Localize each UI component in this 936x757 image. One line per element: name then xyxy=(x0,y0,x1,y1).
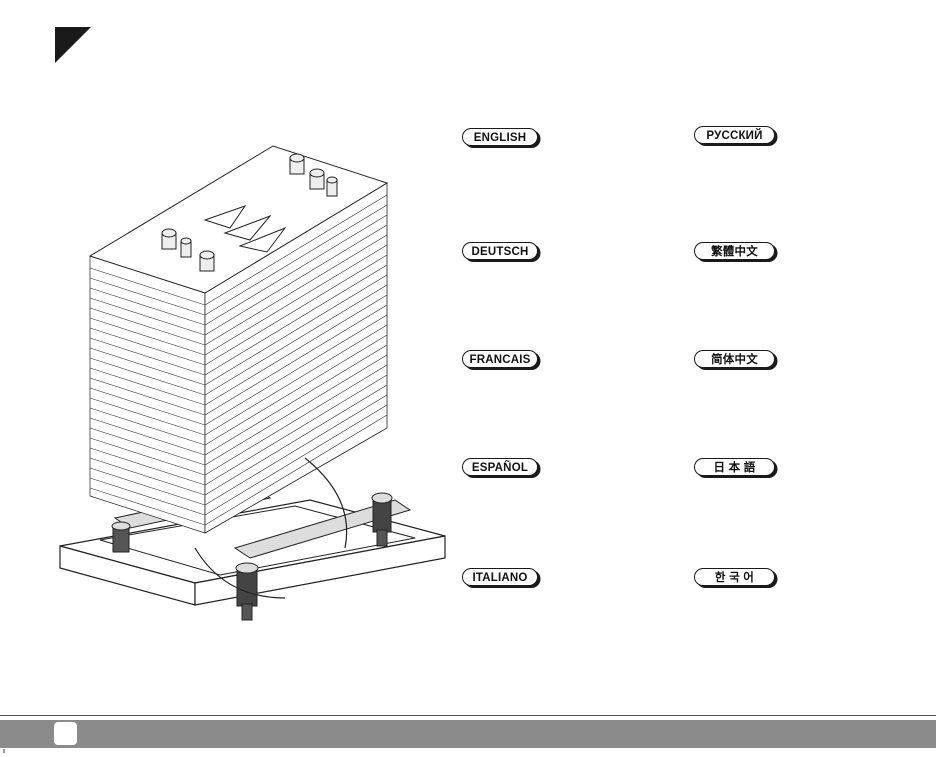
footer-bar xyxy=(0,720,936,748)
cpu-cooler-illustration xyxy=(55,128,450,673)
crop-mark xyxy=(3,749,5,753)
lang-button-russian[interactable]: РУССКИЙ xyxy=(694,126,775,144)
lang-button-simplified-chinese[interactable]: 简体中文 xyxy=(694,350,775,368)
lang-button-italiano[interactable]: ITALIANO xyxy=(462,568,538,586)
lang-button-deutsch[interactable]: DEUTSCH xyxy=(462,242,538,260)
page-number-box xyxy=(54,722,77,745)
lang-button-korean[interactable]: 한 국 어 xyxy=(694,568,775,586)
lang-button-espanol[interactable]: ESPAÑOL xyxy=(462,458,538,476)
corner-triangle-icon xyxy=(55,27,91,63)
lang-button-english[interactable]: ENGLISH xyxy=(462,128,538,146)
lang-button-traditional-chinese[interactable]: 繁體中文 xyxy=(694,242,775,260)
lang-button-japanese[interactable]: 日 本 語 xyxy=(694,458,775,476)
lang-button-francais[interactable]: FRANCAIS xyxy=(462,350,538,368)
footer-divider xyxy=(0,715,936,716)
